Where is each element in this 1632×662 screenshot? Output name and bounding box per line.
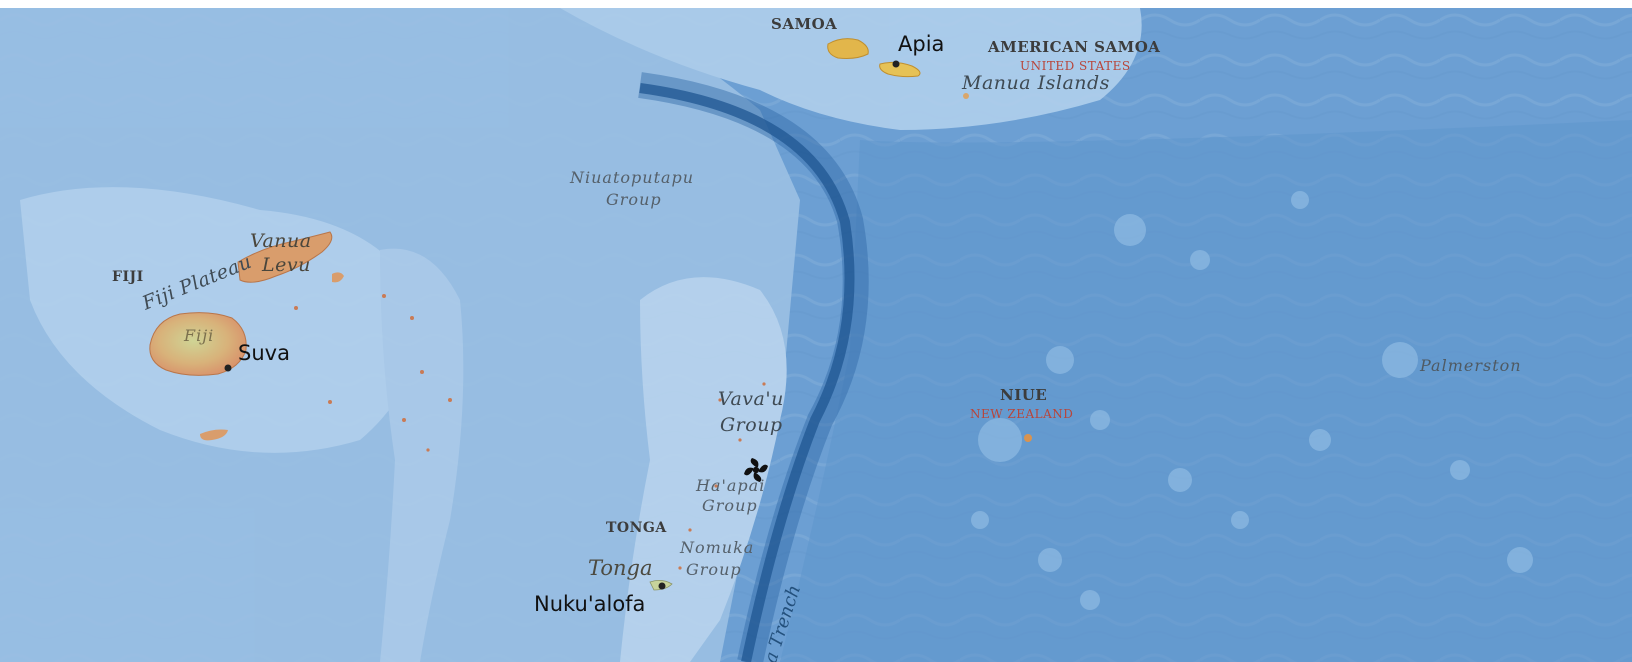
label-united-states: UNITED STATES [1020, 59, 1131, 73]
label-levu: Levu [262, 254, 311, 276]
label-vavau: Vava'u [718, 388, 784, 410]
vanua-levu [237, 231, 333, 283]
label-nomuka: Nomuka [680, 538, 755, 557]
samoa-upolu [879, 61, 921, 78]
label-tonga-country: TONGA [606, 520, 667, 536]
label-haapai-group: Group [702, 496, 758, 515]
label-american-samoa: AMERICAN SAMOA [988, 38, 1161, 56]
trench-inner [639, 83, 855, 662]
samoa-savaii [827, 38, 869, 59]
label-nomuka-group: Group [686, 560, 742, 579]
label-vanua: Vanua [250, 230, 312, 252]
manua-island [963, 93, 969, 99]
small-islands [294, 294, 766, 570]
taveuni [332, 272, 344, 283]
label-niuatoputapu-group: Group [606, 190, 662, 209]
label-fiji-country: FIJI [112, 269, 144, 285]
city-dot-icon [224, 60, 900, 590]
label-niue: NIUE [1000, 386, 1048, 404]
label-apia[interactable]: Apia [898, 32, 945, 56]
label-manua-islands: Manua Islands [962, 72, 1110, 94]
kadavu [200, 429, 228, 441]
niue-island [1024, 434, 1032, 442]
label-fiji-island: Fiji [184, 326, 215, 345]
label-suva[interactable]: Suva [238, 341, 290, 365]
label-samoa: SAMOA [771, 15, 838, 33]
top-margin [0, 0, 1632, 8]
label-nukualofa[interactable]: Nuku'alofa [534, 592, 646, 616]
viti-levu [149, 312, 247, 376]
deep-ocean [780, 120, 1632, 662]
label-vavau-group: Group [720, 414, 783, 436]
label-haapai: Ha'apai [696, 476, 766, 495]
label-new-zealand: NEW ZEALAND [970, 407, 1074, 421]
label-tonga-island: Tonga [588, 556, 653, 580]
label-niuatoputapu: Niuatoputapu [570, 168, 695, 187]
seamounts [971, 191, 1533, 610]
plateau-shelves [0, 8, 1142, 662]
tropical-storm-icon [744, 458, 768, 482]
label-palmerston: Palmerston [1420, 356, 1522, 375]
